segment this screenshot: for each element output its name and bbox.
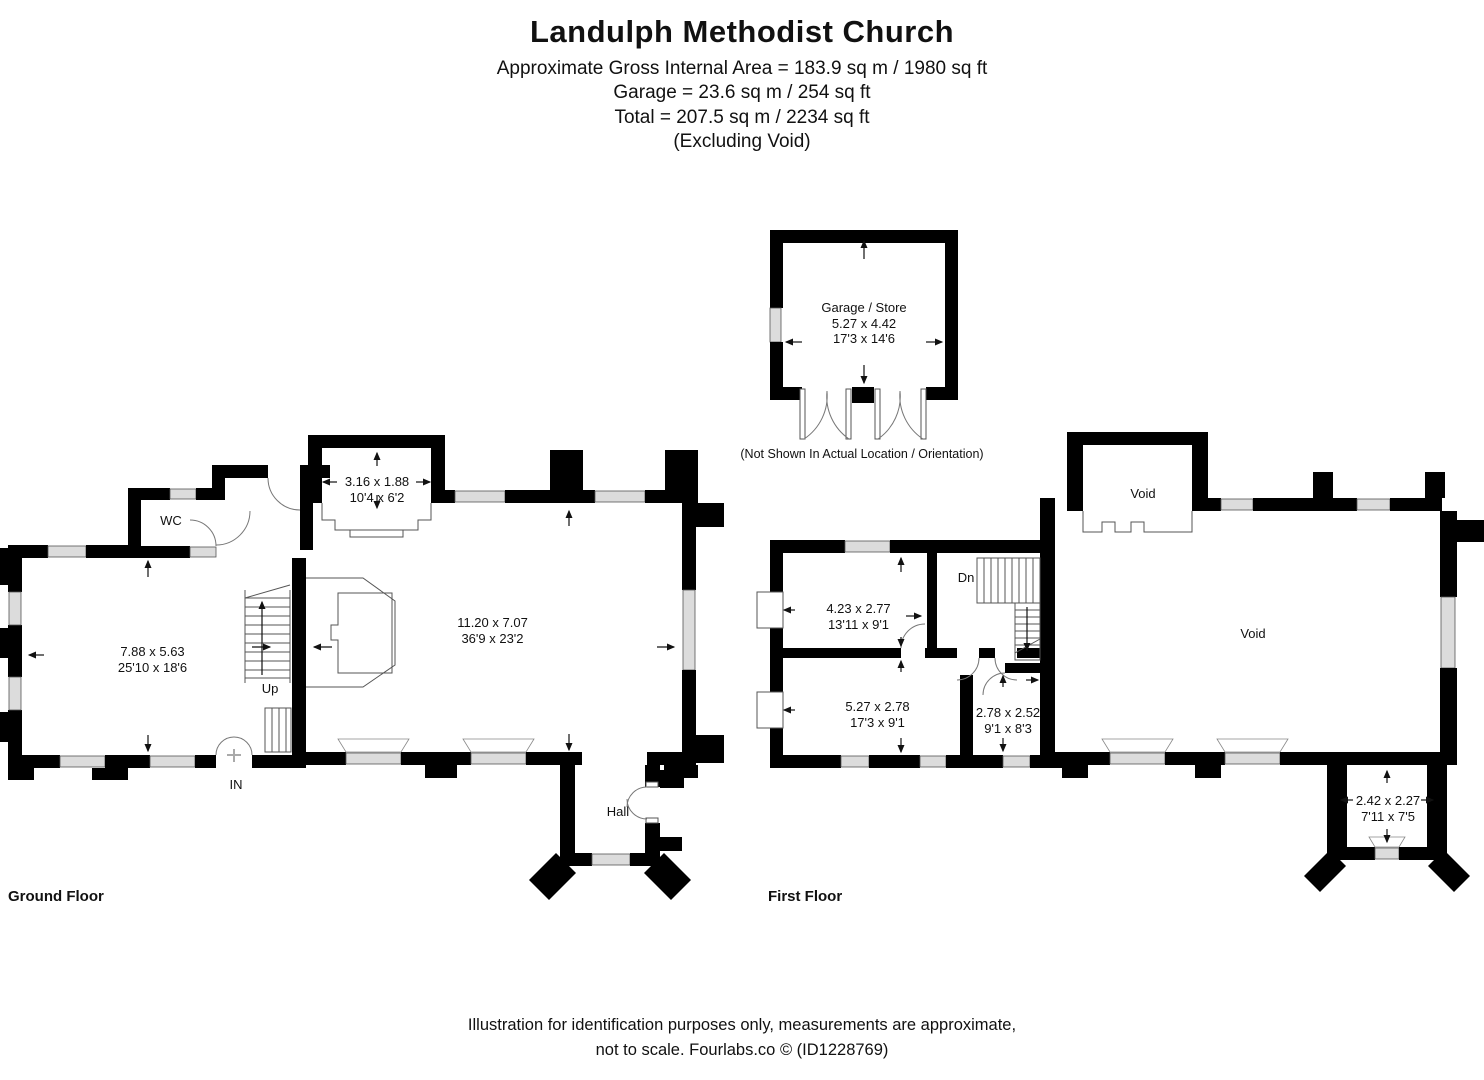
gf-left-room-walls	[0, 545, 306, 780]
main-dim-metric: 7.88 x 5.63	[120, 644, 185, 659]
alcove-dim-imperial: 10'4 x 6'2	[349, 489, 405, 505]
area-line-excluding-void: (Excluding Void)	[673, 131, 811, 152]
room-label-church: 11.20 x 7.07 36'9 x 23'2	[400, 615, 585, 646]
first-floor-plan	[756, 432, 1484, 892]
gf-dividing-wall	[292, 558, 306, 755]
ff-void-walls	[1055, 432, 1484, 778]
room-c-dim-imperial: 9'1 x 8'3	[984, 720, 1032, 736]
garage-note: (Not Shown In Actual Location / Orientat…	[740, 447, 984, 461]
garage-walls	[769, 230, 958, 403]
church-dim-metric: 11.20 x 7.07	[457, 615, 528, 630]
room-label-main: 7.88 x 5.63 25'10 x 18'6	[60, 644, 245, 675]
room-label-wc: WC	[160, 513, 182, 528]
church-dim-imperial: 36'9 x 23'2	[461, 630, 524, 646]
room-label-a: 4.23 x 2.77 13'11 x 9'1	[766, 601, 951, 632]
void-large-label: Void	[1240, 626, 1266, 641]
gf-dim-arrows	[27, 451, 676, 753]
page-title: Landulph Methodist Church	[529, 14, 955, 49]
garage-dim-imperial: 17'3 x 14'6	[832, 331, 896, 346]
room-a-dim-metric: 4.23 x 2.77	[826, 601, 891, 616]
disclaimer-line-2: not to scale. Fourlabs.co © (ID1228769)	[595, 1041, 889, 1059]
main-dim-imperial: 25'10 x 18'6	[117, 659, 188, 675]
room-label-b: 5.27 x 2.78 17'3 x 9'1	[785, 699, 970, 730]
room-label-alcove: 3.16 x 1.88 10'4 x 6'2	[317, 474, 437, 505]
garage-plan	[769, 230, 958, 440]
garage-room-name: Garage / Store	[821, 300, 907, 315]
gf-church-top-wall	[308, 435, 698, 538]
ff-interior-walls	[783, 553, 1040, 755]
void-small-label: Void	[1130, 486, 1156, 501]
gf-organ-dais	[306, 577, 396, 688]
room-label-c: 2.78 x 2.52 9'1 x 8'3	[953, 705, 1063, 736]
area-line-total: Total = 207.5 sq m / 2234 sq ft	[614, 107, 870, 128]
garage-dim-metric: 5.27 x 4.42	[831, 315, 897, 331]
stairs-dn-label: Dn	[957, 570, 975, 585]
area-line-garage: Garage = 23.6 sq m / 254 sq ft	[613, 82, 871, 103]
area-line-total-internal: Approximate Gross Internal Area = 183.9 …	[496, 58, 988, 79]
room-label-d: 2.42 x 2.27 7'11 x 7'5	[1330, 793, 1446, 824]
alcove-dim-metric: 3.16 x 1.88	[344, 474, 410, 489]
room-c-dim-metric: 2.78 x 2.52	[975, 705, 1041, 720]
room-b-dim-imperial: 17'3 x 9'1	[850, 714, 905, 730]
room-a-dim-imperial: 13'11 x 9'1	[827, 616, 890, 632]
room-d-dim-imperial: 7'11 x 7'5	[1361, 808, 1415, 824]
disclaimer-line-1: Illustration for identification purposes…	[467, 1016, 1017, 1034]
garage-room-label: Garage / Store 5.27 x 4.42 17'3 x 14'6	[764, 300, 964, 347]
gf-wc-lobby-walls	[128, 465, 330, 558]
ff-stairs-down	[976, 557, 1041, 661]
ground-floor-plan	[0, 435, 724, 900]
ff-room-d-walls	[1304, 765, 1470, 892]
first-floor-title: First Floor	[768, 888, 843, 905]
ground-floor-title: Ground Floor	[8, 888, 104, 905]
ff-dim-arrows	[782, 556, 1435, 844]
gf-church-right-wall	[664, 490, 724, 778]
gf-hall-porch	[529, 765, 691, 900]
garage-doors	[799, 388, 927, 440]
gf-stairs-up	[244, 584, 292, 753]
gf-church-bottom-wall	[306, 738, 696, 778]
room-d-dim-metric: 2.42 x 2.27	[1355, 793, 1421, 808]
gf-entrance-door	[215, 736, 253, 762]
stairs-up-label: Up	[261, 681, 279, 696]
room-label-hall: Hall	[606, 804, 630, 819]
garage-dim-arrows	[784, 239, 944, 385]
room-b-dim-metric: 5.27 x 2.78	[845, 699, 910, 714]
entrance-in-label: IN	[229, 777, 243, 792]
